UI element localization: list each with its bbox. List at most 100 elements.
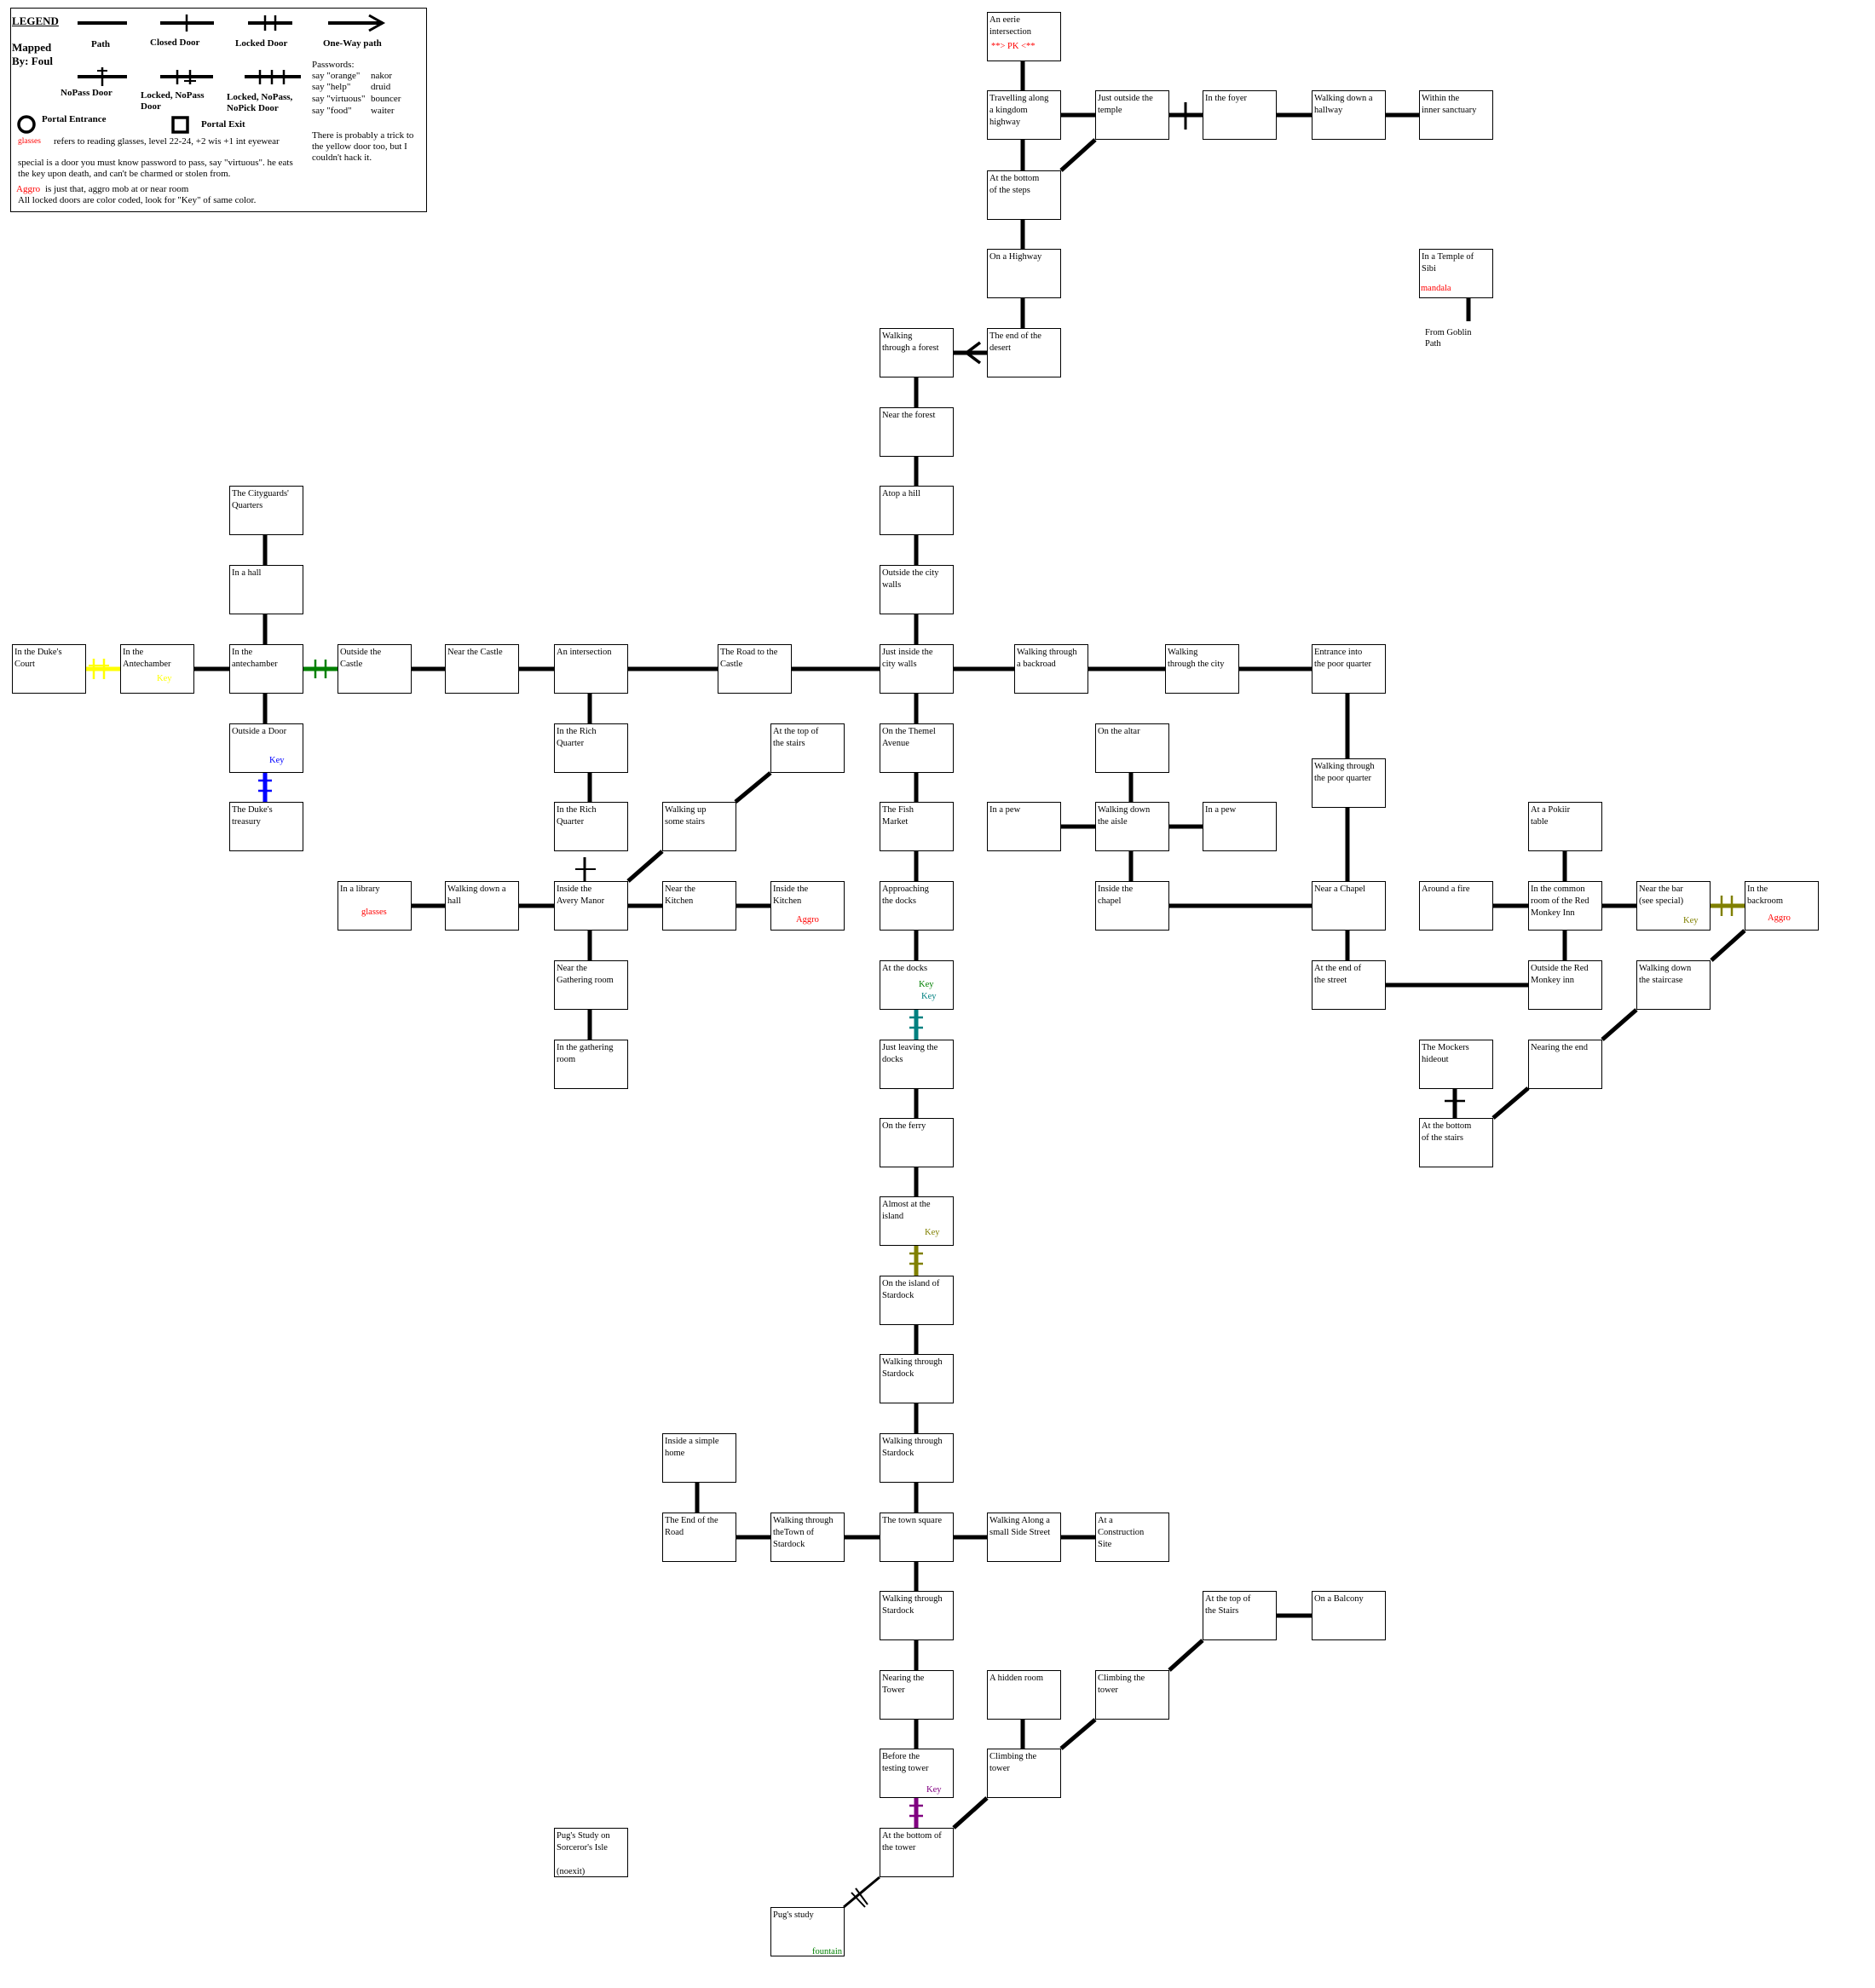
room-outdoor: Outside a Door [229, 723, 303, 773]
room-endstreet: At the end of the street [1312, 960, 1386, 1010]
key-blue: Key [269, 756, 285, 765]
room-label: In the Rich Quarter [557, 805, 597, 827]
room-hidden: A hidden room [987, 1670, 1061, 1720]
path-segment [1059, 138, 1097, 172]
key-yellow: Key [157, 674, 172, 683]
room-label: In a pew [989, 805, 1021, 815]
legend-password-3-npc: bouncer [371, 94, 401, 104]
path-segment [952, 1796, 989, 1830]
room-label: On the altar [1098, 727, 1140, 736]
room-richq2: In the Rich Quarter [554, 802, 628, 851]
room-label: Pug's Study on Sorceror's Isle (noexit) [557, 1831, 610, 1876]
room-label: In the common room of the Red Monkey Inn [1531, 885, 1589, 918]
room-fire: Around a fire [1419, 881, 1493, 931]
room-label: Near the bar (see special) [1639, 885, 1684, 906]
room-label: In the antechamber [232, 648, 278, 669]
legend-password-1-npc: nakor [371, 71, 393, 81]
room-themel: On the Themel Avenue [880, 723, 954, 773]
path-segment [1491, 1086, 1530, 1120]
room-label: Nearing the end [1531, 1043, 1589, 1052]
room-label: The Duke's treasury [232, 805, 273, 827]
legend-locked-nopass-label: Locked, NoPass Door [141, 90, 205, 112]
aggro-kitchen: Aggro [796, 915, 819, 925]
room-poorq: Entrance into the poor quarter [1312, 644, 1386, 694]
room-sanctuary: Within the inner sanctuary [1419, 90, 1493, 140]
room-redmonkey: In the common room of the Red Monkey Inn [1528, 881, 1602, 931]
room-backroom: In the backroom [1745, 881, 1819, 931]
room-ante2: In the antechamber [229, 644, 303, 694]
room-label: Walking down a hallway [1314, 94, 1373, 115]
path-segment [1059, 1718, 1097, 1750]
room-label: Atop a hill [882, 489, 920, 498]
room-pugstudy: Pug's study [770, 1907, 845, 1956]
room-label: Walking through Stardock [882, 1357, 943, 1379]
room-nearchapel: Near a Chapel [1312, 881, 1386, 931]
room-label: At the docks [882, 964, 928, 973]
room-kingdom: Travelling along a kingdom highway [987, 90, 1061, 140]
room-label: The end of the desert [989, 331, 1041, 353]
room-balcony: On a Balcony [1312, 1591, 1386, 1640]
legend-path-label: Path [91, 39, 110, 49]
room-sd1: Walking through Stardock [880, 1354, 954, 1403]
room-label: In a Temple of Sibi [1422, 252, 1474, 274]
room-label: On a Balcony [1314, 1594, 1364, 1604]
room-richq1: In the Rich Quarter [554, 723, 628, 773]
room-label: Pug's study [773, 1910, 814, 1920]
room-hill: Atop a hill [880, 486, 954, 535]
legend-passwords-title: Passwords: [312, 60, 355, 70]
legend: LEGEND Mapped By: Foul Path Closed Door … [10, 8, 427, 212]
room-label: In the gathering room [557, 1043, 614, 1064]
room-thrucity: Walking through the city [1165, 644, 1239, 694]
path-segment [1710, 929, 1746, 962]
room-label: In the backroom [1747, 885, 1783, 906]
room-eerie: An eerie intersection [987, 12, 1061, 61]
room-sidestreet: Walking Along a small Side Street [987, 1513, 1061, 1562]
room-upstairs: Walking up some stairs [662, 802, 736, 851]
room-label: Walking through theTown of Stardock [773, 1516, 834, 1549]
room-label: Climbing the tower [1098, 1674, 1145, 1695]
room-label: Walking through a backroad [1017, 648, 1077, 669]
room-dukecourt: In the Duke's Court [12, 644, 86, 694]
room-kitchen: Inside the Kitchen [770, 881, 845, 931]
nopass-door-icon [855, 1887, 868, 1905]
room-label: At the top of the stairs [773, 727, 819, 748]
room-sd3: Walking through Stardock [880, 1591, 954, 1640]
room-sd2: Walking through Stardock [880, 1433, 954, 1483]
path-segment [843, 1876, 880, 1909]
room-label: Just outside the temple [1098, 94, 1153, 115]
room-pugisle: Pug's Study on Sorceror's Isle (noexit) [554, 1828, 628, 1877]
room-label: Inside the chapel [1098, 885, 1134, 906]
legend-aggro-note: is just that, aggro mob at or near room [45, 184, 189, 194]
aggro-backroom: Aggro [1768, 913, 1791, 923]
room-label: At the bottom of the steps [989, 174, 1040, 195]
room-label: Inside a simple home [665, 1437, 719, 1458]
path-segment [626, 850, 664, 883]
room-gathering: In the gathering room [554, 1040, 628, 1089]
room-label: A hidden room [989, 1674, 1043, 1683]
path-segment [734, 771, 772, 804]
room-intersection: An intersection [554, 644, 628, 694]
room-label: Walking through the city [1168, 648, 1225, 669]
legend-glasses-note: refers to reading glasses, level 22-24, … [54, 136, 280, 147]
room-label: The Cityguards' Quarters [232, 489, 289, 510]
legend-password-1: say "orange" [312, 71, 361, 81]
room-nearkitchen: Near the Kitchen [662, 881, 736, 931]
mandala-label: mandala [1421, 284, 1451, 293]
room-testing: Before the testing tower [880, 1749, 954, 1798]
room-highway: On a Highway [987, 249, 1061, 298]
room-label: Inside the Kitchen [773, 885, 809, 906]
key-bar: Key [1683, 916, 1699, 925]
legend-locked-nopass-nopick-label: Locked, NoPass, NoPick Door [227, 92, 293, 113]
room-label: At the bottom of the stairs [1422, 1121, 1472, 1143]
room-pew1: In a pew [987, 802, 1061, 851]
room-approach: Approaching the docks [880, 881, 954, 931]
room-simplehome: Inside a simple home [662, 1433, 736, 1483]
legend-password-2: say "help" [312, 82, 351, 92]
room-label: Near a Chapel [1314, 885, 1366, 894]
room-roadcastle: The Road to the Castle [718, 644, 792, 694]
goblin-path-label: From Goblin Path [1425, 328, 1472, 349]
room-nearend: Nearing the end [1528, 1040, 1602, 1089]
room-label: In the foyer [1205, 94, 1247, 103]
room-label: The Fish Market [882, 805, 914, 827]
room-pokiir: At a Pokiir table [1528, 802, 1602, 851]
